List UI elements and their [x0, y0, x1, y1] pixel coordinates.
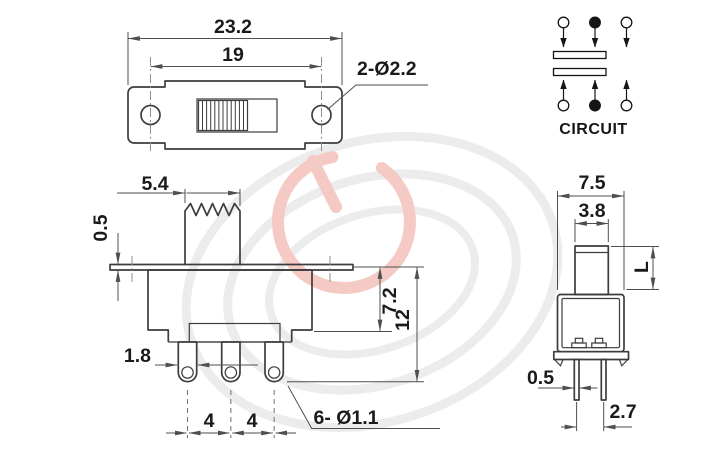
circuit-bar-1	[552, 50, 607, 60]
side-terminal-2-tab	[594, 337, 604, 344]
knob-knurl-hatch	[202, 101, 244, 130]
dim-front-terminal-width: 1.8	[124, 345, 151, 367]
terminal-pin-1	[177, 341, 198, 383]
terminal-hole-3	[267, 366, 281, 379]
contact-top-left	[557, 16, 570, 29]
dim-side-knob-depth: 3.8	[578, 200, 605, 222]
actuator-knob	[184, 202, 241, 265]
side-view: 7.5 3.8 L 0.5 2.7	[527, 172, 659, 431]
dim-front-body-height: 7.2	[379, 287, 401, 314]
dim-side-overall-depth: 7.5	[578, 172, 605, 194]
terminal-hole-1	[181, 366, 194, 379]
circuit-diagram: CIRCUIT	[552, 16, 633, 138]
top-plate-outline	[127, 80, 343, 150]
side-pin-left	[573, 358, 580, 401]
contact-top-right	[620, 16, 633, 29]
side-body	[556, 293, 625, 353]
side-bent-tab-left	[554, 359, 564, 367]
contact-bottom-left	[557, 99, 570, 112]
contact-bottom-right	[620, 99, 633, 112]
mounting-hole-right	[311, 104, 332, 126]
side-base-plate	[552, 350, 630, 361]
side-bent-tab-right	[618, 359, 629, 367]
contact-bottom-middle	[589, 99, 601, 112]
dim-top-overall-width: 23.2	[214, 16, 252, 38]
slider-knob-top	[197, 99, 249, 132]
side-body-inner-wall	[561, 297, 621, 349]
top-view: 23.2 19 2-Ø2.2	[127, 16, 428, 154]
dim-front-pitch-a: 4	[204, 410, 215, 432]
circuit-bar-2	[552, 67, 607, 77]
circuit-label: CIRCUIT	[559, 121, 627, 138]
side-terminal-2-base	[591, 342, 607, 349]
terminal-hole-2	[224, 366, 238, 379]
terminal-pin-2	[220, 341, 241, 383]
dim-front-knob-width: 5.4	[141, 173, 168, 195]
dim-front-total-height: 12	[392, 309, 414, 331]
dim-side-pin-span: 2.7	[609, 401, 636, 423]
watermark-power-slash	[307, 155, 342, 213]
side-terminal-1-base	[571, 342, 587, 349]
switch-body	[147, 269, 313, 342]
mounting-hole-left	[140, 104, 161, 126]
side-knob	[574, 245, 610, 296]
slider-slot	[196, 98, 278, 133]
dim-side-pin-thickness: 0.5	[527, 367, 554, 389]
contact-top-middle	[589, 16, 601, 29]
watermark-power-logo	[181, 131, 563, 433]
dim-side-knob-height: L	[631, 261, 653, 273]
side-terminal-1-tab	[574, 337, 584, 344]
dim-top-hole-callout: 2-Ø2.2	[357, 58, 417, 80]
terminal-pin-3	[264, 341, 285, 383]
dim-front-pitch-b: 4	[247, 410, 258, 432]
dim-front-hole-callout: 6- Ø1.1	[313, 407, 378, 429]
dim-top-hole-spacing: 19	[222, 44, 244, 66]
dim-front-plate-thickness: 0.5	[90, 214, 112, 241]
side-pin-right	[600, 358, 607, 401]
watermark-power-arc	[271, 151, 416, 294]
front-view: 5.4 0.5 7.2 12 1.8 4 4 6- Ø1.1	[90, 173, 440, 438]
